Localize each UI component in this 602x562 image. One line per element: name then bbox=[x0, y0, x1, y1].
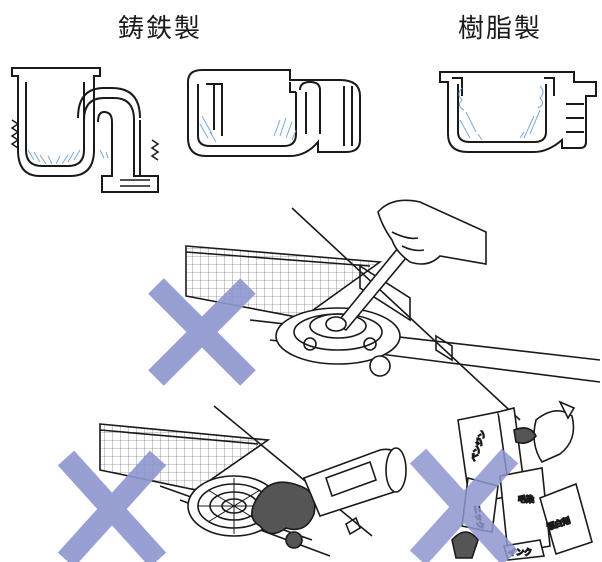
prohibition-cross-2 bbox=[57, 450, 167, 562]
drain-pouring bbox=[99, 405, 407, 557]
resin-label: 樹脂製 bbox=[458, 14, 543, 44]
floor-drain-wrench bbox=[185, 199, 601, 421]
prohibition-cross-1 bbox=[148, 278, 256, 386]
water-hatch-1 bbox=[27, 149, 109, 165]
bottle-label-ink: インク bbox=[508, 548, 532, 557]
cast-iron-label: 鋳鉄製 bbox=[118, 14, 203, 44]
bottle-label-dye: 毛染 bbox=[518, 494, 534, 504]
cast-iron-trap-1 bbox=[10, 67, 160, 193]
chemical-bottles: ベンジン 毛染 漂白剤 ニック インク bbox=[451, 400, 593, 561]
water-hatch-3 bbox=[458, 85, 544, 141]
cast-iron-trap-2 bbox=[187, 69, 361, 157]
water-hatch-2 bbox=[199, 115, 297, 143]
prohibition-cross-3 bbox=[409, 448, 519, 562]
resin-trap bbox=[439, 71, 597, 153]
